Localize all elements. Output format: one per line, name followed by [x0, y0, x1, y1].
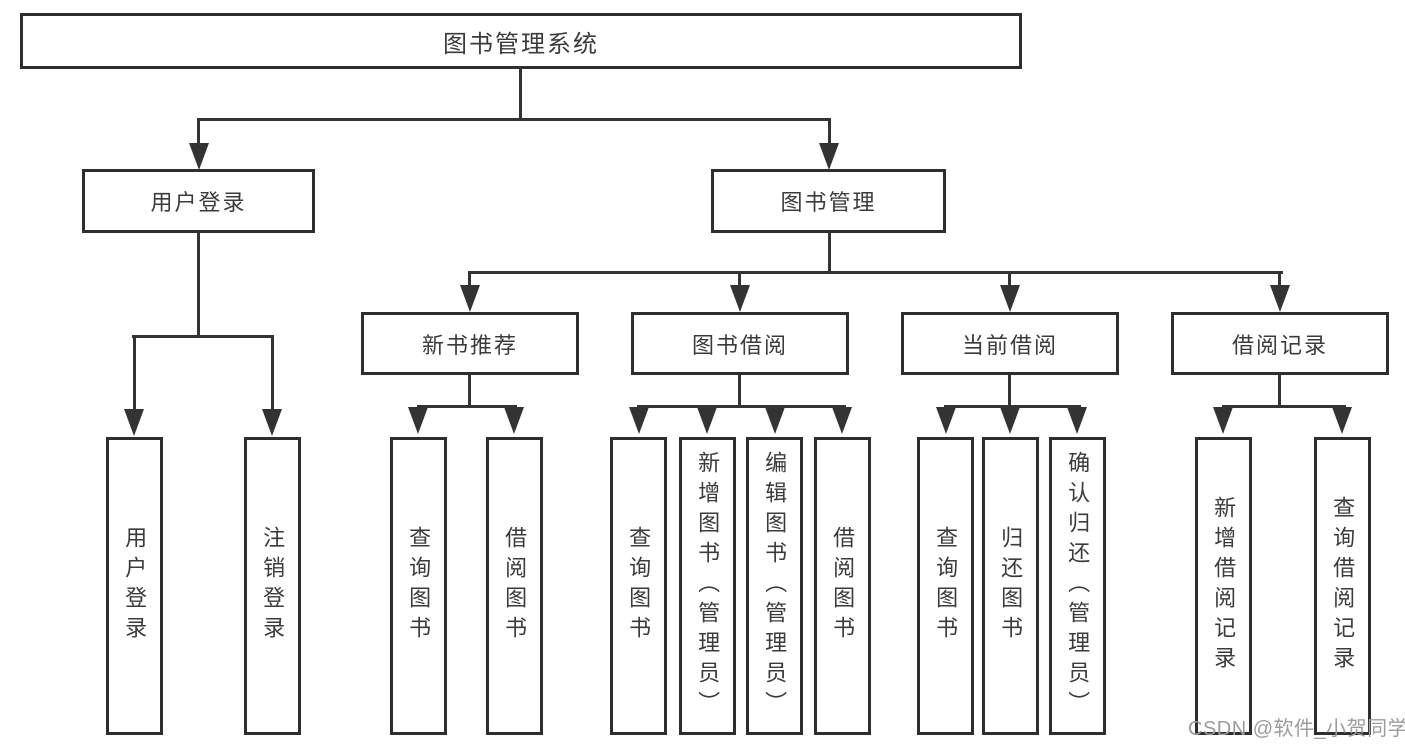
arrow-to-leaf-query-books-1	[408, 407, 428, 434]
arrow-to-leaf-query-books-2	[629, 407, 649, 434]
arrow-to-leaf-query-record	[1332, 407, 1352, 434]
node-library-management-system: 图书管理系统	[20, 13, 1022, 69]
connector-current-borrow-stem	[1008, 375, 1011, 408]
leaf-add-book-admin: 新增图书（管理员）	[679, 437, 736, 735]
node-label: 图书借阅	[691, 332, 788, 358]
leaf-label: 归还图书	[998, 526, 1024, 646]
leaf-query-books-1: 查询图书	[390, 437, 447, 735]
watermark: CSDN @软件_小贺同学	[1188, 718, 1405, 740]
connector-borrow-records-stem	[1278, 375, 1281, 408]
node-label: 图书管理系统	[443, 30, 599, 58]
arrow-to-leaf-logout	[262, 409, 282, 436]
connector-level1-hbar	[197, 118, 831, 121]
leaf-label: 借阅图书	[502, 526, 528, 646]
arrow-to-leaf-edit-book	[765, 407, 785, 434]
node-user-login: 用户登录	[82, 169, 315, 233]
connector-new-book-rec-hbar	[417, 405, 517, 408]
arrow-to-book-borrow	[730, 285, 750, 312]
leaf-label: 查询图书	[626, 526, 652, 646]
leaf-label: 注销登录	[260, 526, 286, 646]
connector-book-borrow-hbar	[637, 405, 846, 408]
leaf-borrow-books-2: 借阅图书	[814, 437, 871, 735]
connector-current-borrow-hbar	[944, 405, 1081, 408]
arrow-to-leaf-add-record	[1213, 407, 1233, 434]
leaf-label: 查询借阅记录	[1330, 496, 1356, 676]
node-new-book-recommendation: 新书推荐	[361, 312, 579, 375]
connector-to-user-login	[197, 118, 200, 145]
arrow-to-leaf-borrow-books-2	[832, 407, 852, 434]
leaf-return-books: 归还图书	[982, 437, 1039, 735]
leaf-borrow-books-1: 借阅图书	[486, 437, 543, 735]
arrow-to-book-management	[819, 143, 839, 170]
connector-to-borrow-records	[1278, 271, 1281, 287]
node-book-management: 图书管理	[711, 169, 946, 233]
leaf-label: 查询图书	[933, 526, 959, 646]
connector-to-book-borrow	[738, 271, 741, 287]
arrow-to-leaf-query-books-3	[936, 407, 956, 434]
connector-borrow-records-hbar	[1222, 405, 1346, 408]
leaf-label: 新增图书（管理员）	[695, 451, 721, 721]
arrow-to-leaf-confirm-return	[1067, 407, 1087, 434]
node-book-borrowing: 图书借阅	[631, 312, 849, 375]
leaf-query-books-2: 查询图书	[610, 437, 667, 735]
leaf-label: 编辑图书（管理员）	[762, 451, 788, 721]
connector-book-management-stem	[828, 233, 831, 273]
connector-level2-hbar	[468, 271, 1283, 274]
connector-book-borrow-stem	[738, 375, 741, 408]
connector-new-book-rec-stem	[468, 375, 471, 408]
connector-to-current-borrow	[1008, 271, 1011, 287]
leaf-user-login: 用户登录	[106, 437, 163, 735]
connector-user-login-hbar	[132, 335, 274, 338]
arrow-to-leaf-login	[124, 409, 144, 436]
connector-to-new-book-rec	[468, 271, 471, 287]
connector-root-stem	[519, 67, 522, 118]
arrow-to-current-borrow	[1000, 285, 1020, 312]
leaf-label: 查询图书	[406, 526, 432, 646]
connector-to-leaf-login	[133, 335, 136, 410]
leaf-label: 借阅图书	[830, 526, 856, 646]
connector-user-login-stem	[197, 233, 200, 335]
arrow-to-leaf-borrow-books-1	[504, 407, 524, 434]
arrow-to-user-login	[189, 143, 209, 170]
leaf-edit-book-admin: 编辑图书（管理员）	[746, 437, 803, 735]
leaf-query-books-3: 查询图书	[917, 437, 974, 735]
leaf-label: 用户登录	[122, 526, 148, 646]
leaf-query-borrow-record: 查询借阅记录	[1314, 437, 1371, 735]
leaf-label: 新增借阅记录	[1211, 496, 1237, 676]
node-borrowing-records: 借阅记录	[1171, 312, 1389, 375]
leaf-confirm-return-admin: 确认归还（管理员）	[1049, 437, 1106, 735]
arrow-to-leaf-add-book	[697, 407, 717, 434]
node-label: 新书推荐	[421, 332, 518, 358]
arrow-to-borrow-records	[1270, 285, 1290, 312]
node-label: 借阅记录	[1231, 332, 1328, 358]
connector-to-leaf-logout	[271, 335, 274, 410]
leaf-logout: 注销登录	[244, 437, 301, 735]
node-label: 用户登录	[150, 190, 247, 215]
arrow-to-new-book-rec	[460, 285, 480, 312]
node-current-borrowing: 当前借阅	[901, 312, 1119, 375]
leaf-add-borrow-record: 新增借阅记录	[1195, 437, 1252, 735]
leaf-label: 确认归还（管理员）	[1065, 451, 1091, 721]
connector-to-book-management	[828, 118, 831, 145]
node-label: 图书管理	[780, 190, 877, 215]
node-label: 当前借阅	[961, 332, 1058, 358]
arrow-to-leaf-return-books	[1000, 407, 1020, 434]
